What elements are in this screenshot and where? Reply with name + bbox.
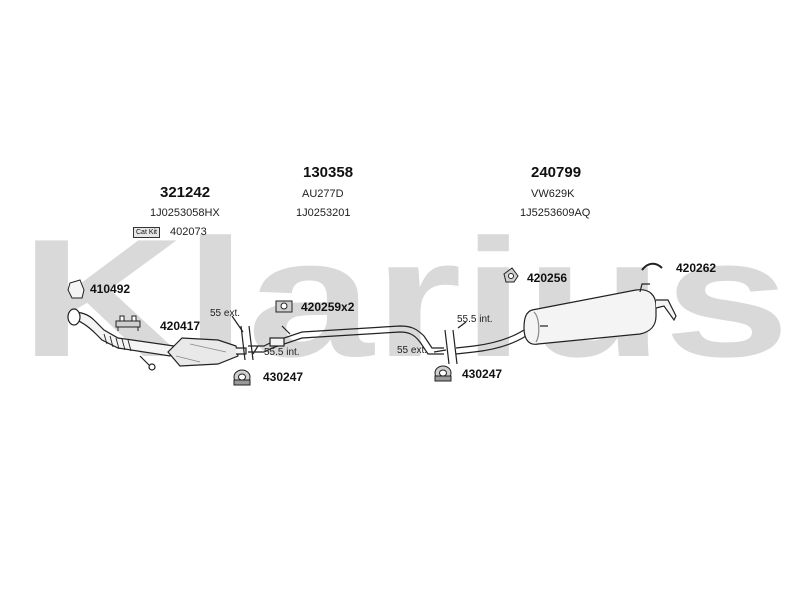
front-pipe-oem-code-1: AU277D <box>302 188 344 200</box>
rear-silencer-part-number: 240799 <box>531 164 582 181</box>
right-joint-int-dimension: 55.5 int. <box>457 314 493 325</box>
right-joint-ext-dimension: 55 ext. <box>397 345 428 356</box>
clamp-icon-left <box>233 369 251 386</box>
downpipe-part-number: 321242 <box>160 184 211 201</box>
downpipe-drawing <box>67 308 175 371</box>
rear-mount-part-number: 420256 <box>527 271 568 285</box>
left-joint-ext-dimension: 55 ext. <box>210 308 241 319</box>
bolt-kit-icon <box>115 315 141 331</box>
front-pipe-oem-code-2: 1J0253201 <box>296 207 351 219</box>
rear-mount-icon <box>503 267 519 283</box>
cat-kit-code: 402073 <box>170 226 207 238</box>
front-pipe-part-number: 130358 <box>303 164 354 181</box>
rear-silencer-oem-code-1: VW629K <box>531 188 575 200</box>
catalytic-converter-drawing <box>167 337 247 367</box>
rear-hanger-part-number: 420262 <box>676 261 717 275</box>
gasket-part-number: 410492 <box>90 282 131 296</box>
rear-silencer-drawing <box>455 283 677 355</box>
clamp-right-part-number: 430247 <box>462 367 503 381</box>
gasket-icon <box>67 279 85 299</box>
downpipe-oem-code: 1J0253058HX <box>150 207 220 219</box>
rear-silencer-oem-code-2: 1J5253609AQ <box>520 207 591 219</box>
joint-marker-left <box>231 315 259 361</box>
front-pipe-drawing <box>248 325 444 355</box>
clamp-left-part-number: 430247 <box>263 370 304 384</box>
bolt-kit-part-number: 420417 <box>160 319 201 333</box>
cat-kit-badge: Cat Kit <box>133 227 161 238</box>
mount-bracket-icon <box>275 300 293 313</box>
rear-hanger-icon <box>641 262 663 271</box>
clamp-icon-right <box>434 365 452 382</box>
mount-bracket-part-number: 420259x2 <box>301 300 355 314</box>
joint-marker-right <box>433 321 467 365</box>
left-joint-int-dimension: 55.5 int. <box>264 347 300 358</box>
